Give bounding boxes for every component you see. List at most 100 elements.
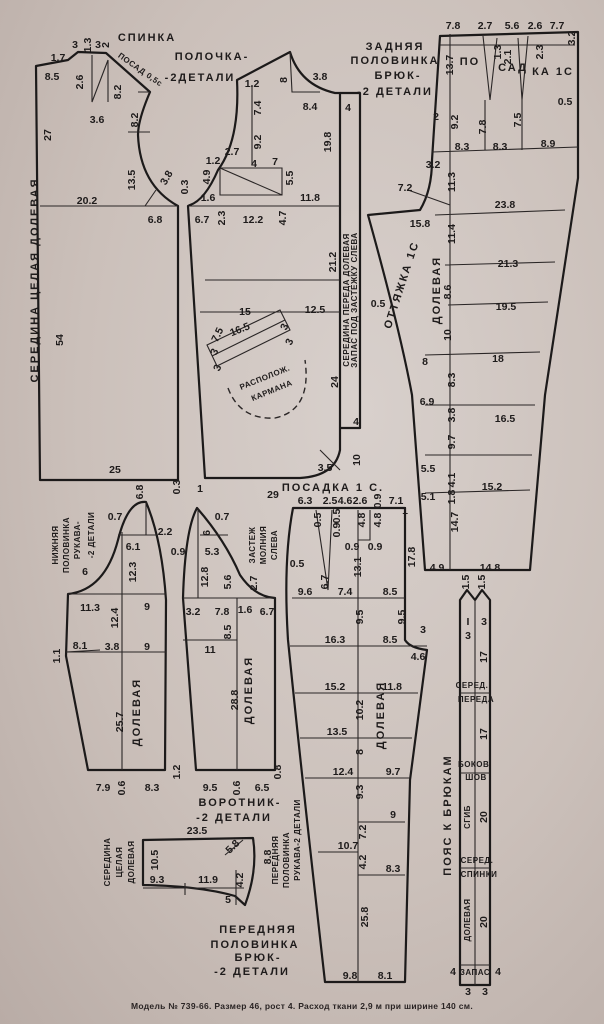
front-trousers-measurement: 9.5 [396,610,408,625]
front-measurement: 3 [278,322,291,333]
front-measurement: 8.4 [303,101,318,113]
back-trousers-measurement: 15.8 [410,218,431,230]
back-trousers-measurement: 15.2 [482,481,503,493]
belt-measurement: 20 [478,916,490,928]
back-measurement: 25 [109,464,121,476]
collar-center-label: ДОЛЕВАЯ [127,840,136,883]
back-trousers-measurement: 8 [422,356,428,368]
back-trousers-measurement: 7.8 [446,20,461,32]
lower-sleeve-measurement: 12.3 [127,562,139,583]
collar-measurement: 10.5 [149,850,161,871]
back-measurement: 3 [72,39,78,51]
front-trousers-measurement: 4.8 [372,513,384,528]
belt-guides [460,600,490,985]
belt-measurement: 1.5 [476,575,488,590]
back-measurement: 3 [95,39,101,51]
back-measurement: 6.8 [148,214,163,226]
front-trousers-measurement: 12.4 [333,766,354,778]
collar-piece [141,836,256,907]
lower-sleeve-measurement: 7.9 [96,782,111,794]
front-measurement: 1.6 [201,192,216,204]
back-trousers-measurement: 8.3 [493,141,508,153]
upper-sleeve-grain-label: ДОЛЕВАЯ [243,656,255,724]
front-measurement: 16.5 [228,320,252,339]
front-measurement: 3 [211,363,224,374]
front-trousers-measurement: 16.3 [325,634,346,646]
back-trousers-measurement: 14.7 [449,512,461,533]
zip-note: СЛЕВА [270,530,279,560]
back-trousers-measurement: 7.7 [550,20,565,32]
back-measurement: 0.3 [179,180,191,195]
lower-sleeve-measurement: 0.3 [171,480,183,495]
lower-sleeve-title: НИЖНЯЯ [51,525,60,564]
belt-label: ЗАПАС [460,968,490,977]
back-trousers-measurement: 2.3 [534,45,546,60]
collar-title: -2 ДЕТАЛИ [196,812,272,824]
back-trousers-ease: КА 1С [532,66,574,78]
front-trousers-measurement: 3 [420,624,426,636]
front-measurement: 15 [239,306,251,318]
lower-sleeve-measurement: 3.8 [105,641,120,653]
front-trousers-measurement: 0.9 [372,494,384,509]
front-title: -2ДЕТАЛИ [165,72,236,84]
upper-sleeve-measurement: 0.7 [215,511,230,523]
zip-note: МОЛНИЯ [259,526,268,565]
upper-sleeve-measurement: 5.3 [205,546,220,558]
back-measurement: 54 [54,334,66,346]
back-trousers-measurement: 13.7 [444,55,456,76]
back-measurement: 8.2 [129,113,141,128]
back-trousers-measurement: 8.6 [442,285,454,300]
upper-sleeve-title: РУКАВА-2 ДЕТАЛИ [293,799,302,881]
lower-sleeve-measurement: 6 [82,566,88,578]
pocket-welt [206,309,291,367]
collar-measurement: 5 [225,894,231,906]
front-trousers-measurement: 0.9 [331,523,343,538]
front-measurement: 4 [345,102,351,114]
front-trousers-measurement: 8.1 [378,970,393,982]
back-trousers-measurement: 8.3 [455,141,470,153]
upper-sleeve-guides [183,508,275,770]
back-measurement: 27 [42,129,54,141]
front-trousers-title: БРЮК- [235,952,282,964]
front-trousers-measurement: 7.1 [389,495,404,507]
back-trousers-guides [407,34,579,570]
collar-center-label: СЕРЕДИНА [103,838,112,887]
front-measurement: 11.8 [300,192,320,204]
front-trousers-measurement: 4.2 [357,855,369,870]
front-measurement: 4.9 [201,170,213,185]
back-measurement: 1.7 [51,52,66,64]
back-measurement: 1.3 [82,38,94,53]
front-trousers-measurement: 8 [354,749,366,755]
front-trousers-measurement: 0.9 [368,541,383,553]
collar-title: ВОРОТНИК- [199,797,282,809]
back-measurement: 13.5 [126,170,138,191]
collar-center-label: ЦЕЛАЯ [115,847,124,878]
lower-sleeve-measurement: 25.7 [114,712,126,733]
back-trousers-measurement: 5.5 [421,463,436,475]
belt-measurement: I [467,616,470,628]
front-measurement: 4 [353,416,359,428]
front-trousers-measurement: 8.5 [383,634,398,646]
upper-sleeve-title: ПОЛОВИНКА [282,832,291,888]
upper-sleeve-measurement: 2.7 [248,576,260,591]
back-measurement: 2 [100,42,112,48]
front-trousers-measurement: 7.4 [338,586,353,598]
lower-sleeve-measurement: 8.3 [145,782,160,794]
back-trousers-measurement: 21.3 [498,258,519,270]
belt-measurement: 17 [478,651,490,663]
front-measurement: 1 [197,483,203,495]
upper-sleeve-measurement: 0.6 [231,781,243,796]
back-trousers-piece [366,30,580,572]
back-trousers-measurement: 2.7 [478,20,493,32]
front-trousers-grain-label: ДОЛЕВАЯ [375,681,387,749]
back-measurement: 8.5 [45,71,60,83]
upper-sleeve-measurement: 9.5 [203,782,218,794]
pocket-placement [227,359,307,419]
lower-sleeve-measurement: 1.2 [171,765,183,780]
front-piece [186,50,362,480]
lower-sleeve-measurement: 0.7 [108,511,123,523]
back-trousers-measurement: 6.9 [420,396,435,408]
lower-sleeve-measurement: 9 [144,641,150,653]
back-trousers-title: ПОЛОВИНКА [351,55,440,67]
